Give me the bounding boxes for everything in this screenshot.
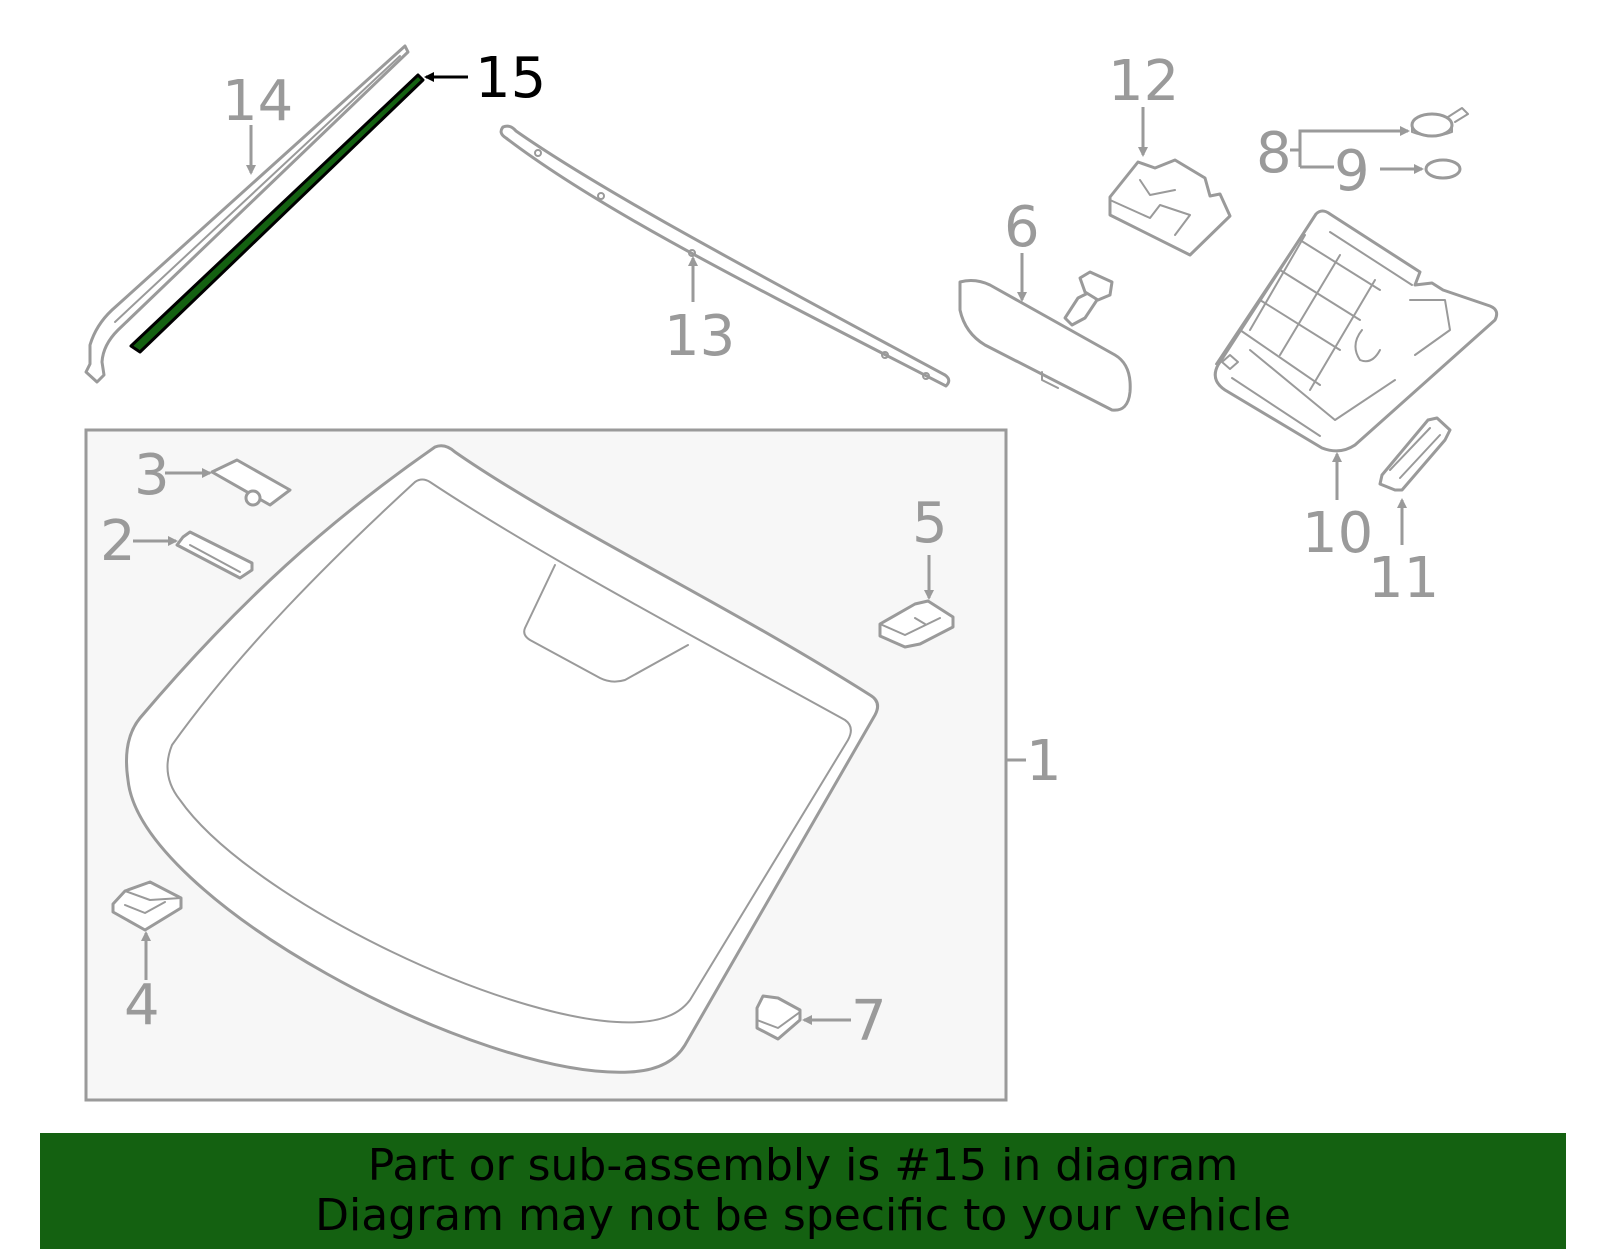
part-14-pillar-molding[interactable] <box>84 44 410 384</box>
info-banner: Part or sub-assembly is #15 in diagram D… <box>40 1133 1566 1249</box>
callout-11-label: 11 <box>1368 546 1439 611</box>
callout-6-label: 6 <box>1004 195 1040 260</box>
part-10-console-housing[interactable] <box>1213 209 1499 453</box>
part-7[interactable] <box>755 994 802 1041</box>
callout-13-label: 13 <box>664 304 735 369</box>
part-15-highlighted-strip[interactable] <box>129 73 425 354</box>
callout-1-label: 1 <box>1026 729 1062 794</box>
callout-4-label: 4 <box>124 973 160 1038</box>
callout-8-label: 8 <box>1256 121 1292 186</box>
callout-7-label: 7 <box>851 989 887 1054</box>
callout-12-label: 12 <box>1108 49 1179 114</box>
banner-line-2: Diagram may not be specific to your vehi… <box>315 1190 1291 1241</box>
callout-9-label: 9 <box>1334 139 1370 204</box>
part-6-rearview-mirror[interactable] <box>958 270 1132 412</box>
part-8[interactable] <box>1410 107 1469 138</box>
part-3[interactable] <box>210 458 292 507</box>
callout-2-label: 2 <box>100 509 136 574</box>
part-13-roof-strip[interactable] <box>499 124 951 388</box>
callout-8-bracket <box>1290 126 1410 152</box>
callout-5-label: 5 <box>912 491 948 556</box>
callout-10-label: 10 <box>1302 501 1373 566</box>
part-4[interactable] <box>111 880 183 932</box>
part-11[interactable] <box>1378 416 1452 492</box>
windshield-glass[interactable] <box>125 444 880 1074</box>
banner-line-1: Part or sub-assembly is #15 in diagram <box>367 1140 1239 1191</box>
callout-15-label: 15 <box>475 46 546 111</box>
part-12[interactable] <box>1108 158 1232 257</box>
callout-14-label: 14 <box>222 69 293 134</box>
part-9-o-ring[interactable] <box>1424 158 1462 180</box>
callout-3-label: 3 <box>134 443 170 508</box>
part-5[interactable] <box>878 599 955 649</box>
